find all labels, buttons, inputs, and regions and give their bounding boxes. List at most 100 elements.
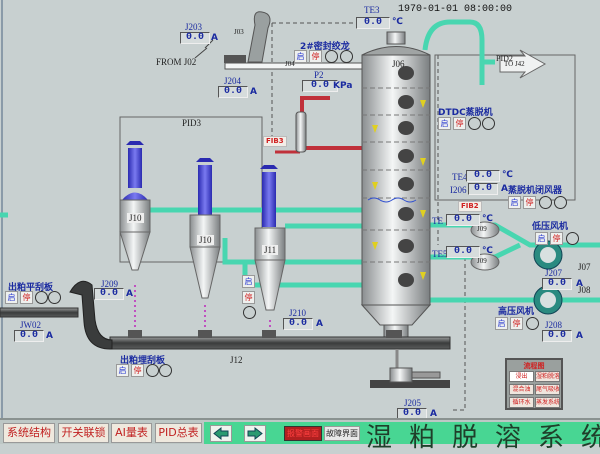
from-j02-label: FROM J02 [156, 57, 197, 67]
j05-label: J06 [392, 59, 405, 69]
j204-unit: A [250, 87, 257, 97]
j04-conveyor [224, 62, 386, 70]
flowchart-link-miscella[interactable]: 混合油 [509, 384, 534, 395]
dtdc-column [360, 31, 432, 341]
cyclone-valve-lamp [243, 306, 256, 319]
te3-value: 0.0 [356, 17, 390, 29]
j09a-label: J09 [477, 225, 487, 233]
te3-unit: ℃ [392, 17, 403, 27]
j205-label: J205 [404, 398, 422, 408]
fib2-tag[interactable]: FIB2 [458, 201, 482, 212]
pid2-label: PID2 [496, 54, 513, 63]
p2-label: P2 [314, 70, 324, 80]
nav-switch-interlock[interactable]: 开关联锁 [58, 423, 109, 443]
cyclone-j11 [254, 165, 286, 311]
flowchart-link-tail-gas[interactable]: 尾气吸收 [535, 384, 560, 395]
j204-label: J204 [224, 76, 242, 86]
j12-label: J12 [230, 355, 243, 365]
cyclone-j10a [119, 141, 151, 271]
j205-unit: A [430, 409, 437, 419]
cyclone-valve-stop-button[interactable]: 停 [242, 291, 255, 304]
i206-label: I206 [450, 185, 467, 195]
j07-label: J07 [578, 262, 591, 272]
cyclone-valve-start-button[interactable]: 启 [242, 275, 255, 288]
flowchart-panel: 流程图 浸出 湿粕脱溶 混合油 尾气吸收 循环水 蒸发系统 [505, 358, 563, 410]
fib3-tag[interactable]: FIB3 [263, 136, 287, 147]
low-fan-lamp [566, 232, 579, 245]
j09-upper [470, 221, 500, 239]
flowchart-link-leaching[interactable]: 浸出 [509, 371, 534, 382]
heat-exchanger [295, 111, 307, 153]
flat-scraper-start-button[interactable]: 启 [5, 291, 18, 304]
flat-scraper-name: 出粕平刮板 [8, 283, 54, 293]
j209-label: J209 [101, 279, 119, 289]
flat-scraper-stop-button[interactable]: 停 [20, 291, 33, 304]
dtdc-lamp [468, 117, 481, 130]
buried-scraper-name: 出粕埋刮板 [120, 356, 166, 366]
seal-conveyor-lamp-2 [340, 50, 353, 63]
flowchart-link-evaporation[interactable]: 蒸发系统 [535, 397, 560, 408]
p2-unit: KPa [333, 81, 353, 91]
j210-unit: A [316, 319, 323, 329]
bottom-nav-bar: 系统结构 开关联锁 AI量表 PID总表 报警画面 故障界面 湿粕脱溶系统 [0, 418, 600, 453]
flowchart-link-meal-desolventizing[interactable]: 湿粕脱溶 [535, 371, 560, 382]
high-pressure-fan-icon [533, 285, 563, 315]
high-fan-lamp [526, 317, 539, 330]
buried-scraper-lamp-2 [159, 364, 172, 377]
airlock-stop-button[interactable]: 停 [523, 196, 536, 209]
p2-value: 0.0 [302, 80, 338, 92]
next-page-button[interactable] [244, 425, 266, 442]
buried-scraper-stop-button[interactable]: 停 [131, 364, 144, 377]
seal-conveyor-lamp [325, 50, 338, 63]
elbow-chute [69, 280, 113, 350]
pid3-label: PID3 [182, 118, 202, 128]
seal-conveyor-stop-button[interactable]: 停 [309, 50, 322, 63]
dtdc-stop-button[interactable]: 停 [453, 117, 466, 130]
j210-label: J210 [289, 308, 307, 318]
process-diagram [0, 0, 600, 418]
flat-scraper-lamp [35, 291, 48, 304]
column-trays [362, 87, 430, 263]
te5-unit: ℃ [482, 246, 493, 256]
seal-conveyor-start-button[interactable]: 启 [294, 50, 307, 63]
j209-value: 0.0 [94, 288, 124, 300]
nav-fault[interactable]: 故障界面 [324, 426, 360, 441]
j208-label: J208 [545, 320, 563, 330]
buried-scraper-start-button[interactable]: 启 [116, 364, 129, 377]
dtdc-start-button[interactable]: 启 [438, 117, 451, 130]
high-fan-start-button[interactable]: 启 [495, 317, 508, 330]
j12-conveyor [109, 336, 451, 350]
to-j42-arrow [499, 49, 547, 79]
bottom-conveyor-pump [370, 349, 450, 388]
flowchart-link-circulating-water[interactable]: 循环水 [509, 397, 534, 408]
j10a-label: J10 [127, 213, 144, 223]
i206-unit: A [501, 184, 508, 194]
j209-unit: A [126, 289, 133, 299]
j11-label: J11 [262, 245, 279, 255]
high-fan-stop-button[interactable]: 停 [510, 317, 523, 330]
pid2-frame [434, 54, 576, 201]
nav-ai-table[interactable]: AI量表 [111, 423, 152, 443]
j03-label: J03 [234, 28, 244, 36]
low-fan-start-button[interactable]: 启 [535, 232, 548, 245]
nav-pid-table[interactable]: PID总表 [155, 423, 202, 443]
meal-flow [134, 285, 271, 330]
cyclone-j10b [189, 158, 221, 299]
te4-label: TE4 [452, 172, 468, 182]
high-fan-name: 高压风机 [498, 307, 535, 317]
j203-unit: A [211, 33, 218, 43]
nav-alarm[interactable]: 报警画面 [284, 426, 322, 441]
jw02-label: JW02 [20, 320, 41, 330]
j08-label: J08 [578, 285, 591, 295]
prev-page-button[interactable] [210, 425, 232, 442]
low-fan-stop-button[interactable]: 停 [550, 232, 563, 245]
jw02-unit: A [46, 331, 53, 341]
nav-system-structure[interactable]: 系统结构 [3, 423, 55, 443]
i206-value: 0.0 [468, 183, 498, 195]
j10b-label: J10 [197, 235, 214, 245]
signal-lines [271, 22, 576, 411]
airlock-lamp-2 [554, 196, 567, 209]
airlock-start-button[interactable]: 启 [508, 196, 521, 209]
flat-scraper-conveyor [0, 307, 79, 318]
bucket-elevator [247, 11, 271, 63]
